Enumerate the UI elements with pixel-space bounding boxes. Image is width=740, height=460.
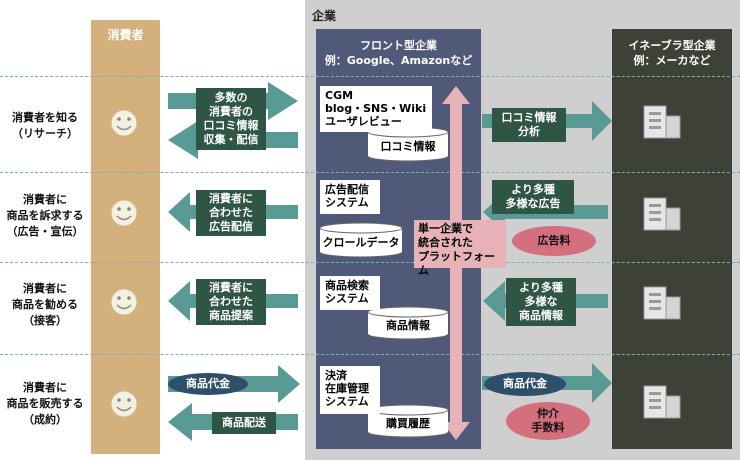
row-label-line: 商品を訴求する: [6, 209, 84, 222]
building-icon: [643, 286, 681, 320]
front-company-example: 例：Google、Amazonなど: [324, 54, 473, 67]
box-line: CGM: [325, 89, 354, 102]
row-label-line: 消費者に: [23, 381, 67, 394]
row-label-advertising: 消費者に 商品を訴求する （広告・宣伝）: [0, 192, 90, 240]
row-label-research: 消費者を知る （リサーチ）: [0, 110, 90, 142]
box-line: システム: [325, 196, 369, 209]
building-icon: [643, 197, 681, 231]
row-label-line: 消費者に: [23, 282, 67, 295]
oval-line: 仲介: [537, 407, 559, 420]
box-line: システム: [325, 395, 369, 408]
product-recommendation-box: 消費者に 合わせた 商品提案: [196, 279, 266, 325]
platform-line: 単一企業で: [418, 222, 473, 235]
box-line: 消費者に: [209, 192, 253, 205]
crawl-db-label: クロールデータ: [322, 236, 400, 249]
cgm-box: CGM blog・SNS・Wiki ユーザレビュー: [320, 86, 432, 132]
consumer-header: 消費者: [107, 28, 144, 42]
row-label-line: （成約）: [23, 413, 67, 426]
box-line: 分析: [518, 125, 540, 138]
box-line: より多種: [511, 183, 555, 196]
targeted-ad-box: 消費者に 合わせた 広告配信: [196, 190, 266, 236]
review-collection-box: 多数の 消費者の 口コミ情報 収集・配信: [196, 88, 266, 150]
search-system-box: 商品検索 システム: [320, 276, 380, 310]
database-icon: [367, 306, 449, 340]
row-divider: [0, 262, 740, 263]
purchase-history-db-label: 購買履歴: [386, 417, 430, 430]
box-line: 口コミ情報: [203, 119, 259, 132]
ad-system-box: 広告配信 システム: [320, 180, 380, 214]
box-line: 多数の: [214, 91, 248, 104]
diverse-ads-box: より多種 多様な広告: [492, 180, 574, 214]
box-line: ユーザレビュー: [325, 115, 402, 128]
box-line: 収集・配信: [203, 133, 259, 146]
smiley-icon: [110, 288, 138, 316]
row-label-line: （広告・宣伝）: [6, 225, 84, 238]
row-label-sales: 消費者に 商品を販売する （成約）: [0, 380, 90, 428]
company-title: 企業: [312, 9, 337, 23]
row-label-customer-service: 消費者に 商品を勧める （接客）: [0, 281, 90, 329]
box-line: 広告配信: [325, 183, 369, 196]
box-line: 商品情報: [519, 309, 563, 322]
row-label-line: 消費者に: [23, 193, 67, 206]
box-line: 多様な: [524, 295, 558, 308]
database-icon: [367, 404, 449, 438]
platform-line: 統合された: [418, 236, 473, 249]
building-icon: [643, 385, 681, 419]
row-divider: [0, 76, 740, 77]
smiley-icon: [110, 109, 138, 137]
row-divider: [0, 354, 740, 355]
smiley-icon: [110, 199, 138, 227]
row-label-line: 商品を販売する: [6, 397, 84, 410]
box-line: 広告配信: [209, 220, 253, 233]
front-company-title: フロント型企業: [360, 39, 437, 52]
platform-line: プラットフォーム: [418, 250, 495, 277]
enabler-company-example: 例：メーカなど: [633, 54, 711, 67]
smiley-icon: [110, 390, 138, 418]
row-divider: [0, 172, 740, 173]
row-label-line: 商品を勧める: [12, 298, 78, 311]
box-line: blog・SNS・Wiki: [325, 102, 427, 115]
front-company-header: フロント型企業 例：Google、Amazonなど: [316, 38, 481, 68]
enabler-payment-oval: 商品代金: [484, 372, 566, 396]
box-line: より多種: [519, 281, 563, 294]
row-label-line: （リサーチ）: [12, 127, 78, 140]
box-line: 商品検索: [325, 279, 369, 292]
box-line: 消費者に: [209, 281, 253, 294]
enabler-company-column: イネーブラ型企業 例：メーカなど: [612, 29, 732, 449]
review-db-label: 口コミ情報: [380, 140, 436, 153]
delivery-box: 商品配送: [212, 412, 276, 434]
box-line: 合わせた: [209, 295, 253, 308]
ad-fee-oval: 広告料: [512, 226, 596, 256]
commission-oval: 仲介 手数料: [506, 402, 590, 440]
oval-line: 手数料: [531, 421, 565, 434]
product-db-label: 商品情報: [386, 319, 430, 332]
box-line: 多様な広告: [505, 197, 561, 210]
box-line: 消費者の: [209, 105, 253, 118]
box-line: 商品提案: [209, 309, 253, 322]
payment-oval: 商品代金: [168, 373, 248, 395]
review-analysis-box: 口コミ情報 分析: [492, 108, 566, 142]
platform-label: 単一企業で 統合された プラットフォーム: [414, 220, 506, 277]
building-icon: [643, 105, 681, 139]
database-icon: [319, 222, 403, 258]
row-label-line: （接客）: [23, 314, 67, 327]
box-line: 口コミ情報: [501, 111, 557, 124]
box-line: 合わせた: [209, 206, 253, 219]
box-line: システム: [325, 292, 369, 305]
consumer-column: 消費者: [91, 20, 160, 454]
box-line: 在庫管理: [325, 382, 369, 395]
payment-system-box: 決済 在庫管理 システム: [320, 366, 380, 414]
enabler-company-header: イネーブラ型企業 例：メーカなど: [612, 38, 732, 68]
enabler-company-title: イネーブラ型企業: [628, 39, 716, 52]
box-line: 決済: [325, 369, 347, 382]
diverse-product-info-box: より多種 多様な 商品情報: [506, 278, 576, 326]
row-label-line: 消費者を知る: [12, 111, 78, 124]
